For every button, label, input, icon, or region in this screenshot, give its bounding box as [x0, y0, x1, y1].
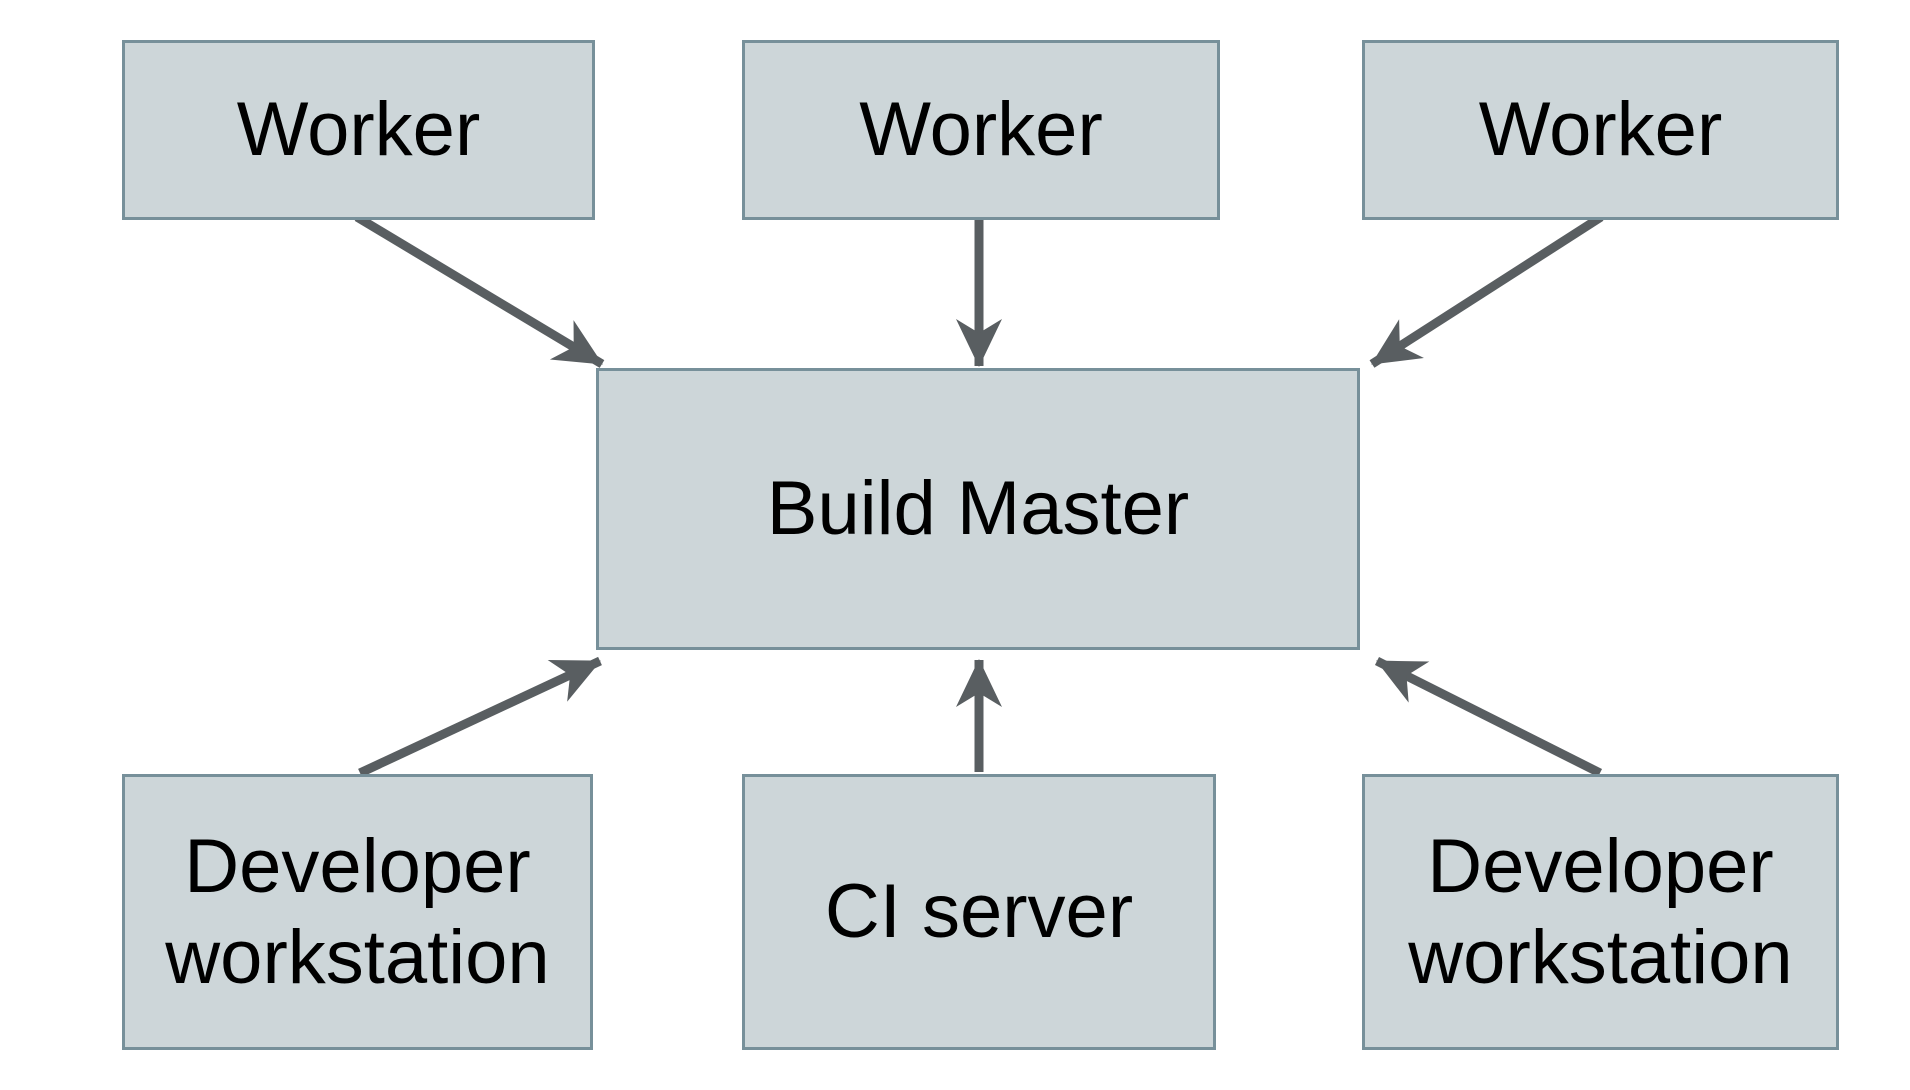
node-ci-server: CI server: [742, 774, 1216, 1050]
node-dev-workstation-1: Developer workstation: [122, 774, 593, 1050]
node-build-master: Build Master: [596, 368, 1360, 650]
node-label: CI server: [824, 869, 1134, 955]
node-label: Worker: [859, 87, 1103, 173]
node-label: Developer workstation: [165, 823, 550, 1000]
node-label: Build Master: [766, 466, 1190, 552]
node-worker-1: Worker: [122, 40, 595, 220]
node-worker-2: Worker: [742, 40, 1220, 220]
node-dev-workstation-2: Developer workstation: [1362, 774, 1839, 1050]
node-worker-3: Worker: [1362, 40, 1839, 220]
node-label: Developer workstation: [1408, 823, 1793, 1000]
node-label: Worker: [1478, 87, 1723, 173]
node-label: Worker: [236, 87, 481, 173]
